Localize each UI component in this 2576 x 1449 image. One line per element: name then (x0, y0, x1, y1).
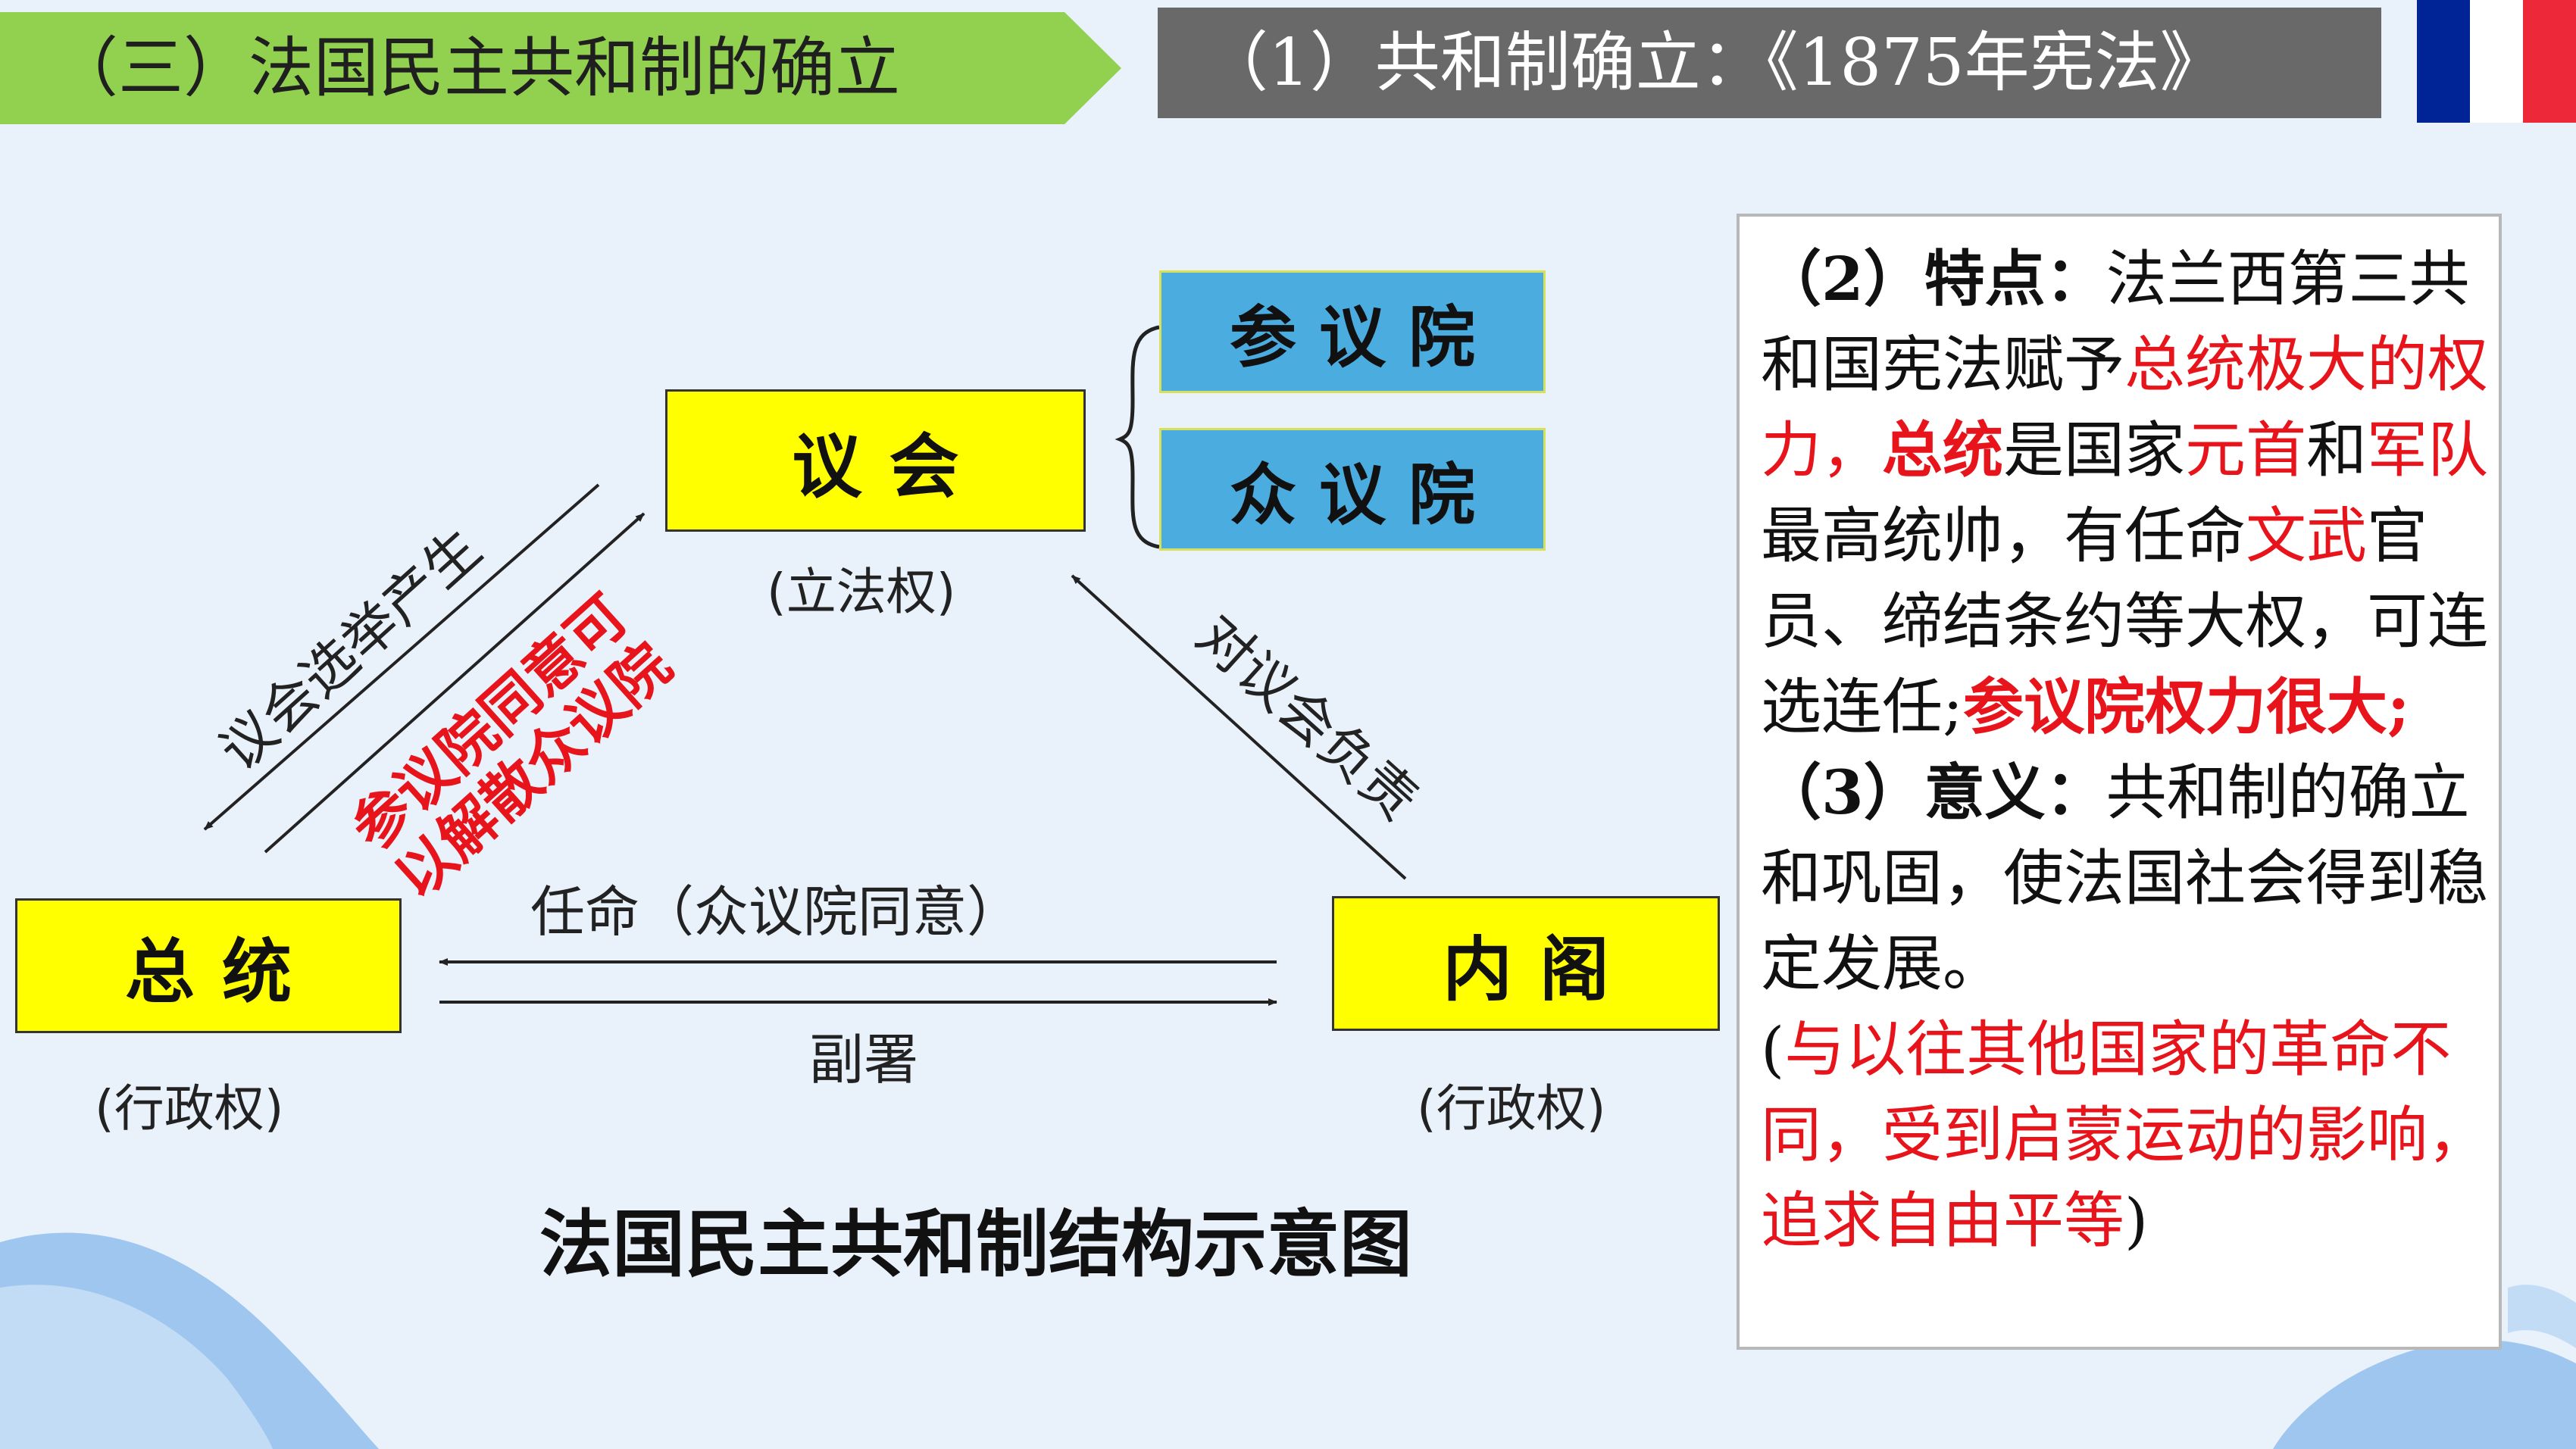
feature-text-1: 法兰西第三共和国宪法赋予 (1761, 244, 2470, 400)
feature-num: （2） (1761, 243, 1924, 314)
feature-paragraph: （2）特点：法兰西第三共和国宪法赋予总统极大的权力，总统是国家元首和军队最高统帅… (1761, 236, 2488, 750)
edge-label-countersign: 副署 (809, 1028, 919, 1091)
feature-red-5: 文武 (2246, 501, 2367, 571)
parliament-box: 议会 (665, 389, 1086, 532)
feature-text-3: 和 (2306, 415, 2367, 486)
significance-paragraph: （3）意义：共和制的确立和巩固，使法国社会得到稳定发展。 (1761, 750, 2488, 1007)
info-text: （2）特点：法兰西第三共和国宪法赋予总统极大的权力，总统是国家元首和军队最高统帅… (1761, 236, 2488, 1263)
banner-arrow-shape (0, 12, 1121, 124)
parliament-label: 议会 (792, 426, 986, 507)
feature-red-4: 军队 (2367, 415, 2488, 486)
senate-box: 参议院 (1159, 270, 1546, 393)
brace-bracket (1114, 325, 1160, 549)
arrow-president-to-parliament (264, 512, 646, 854)
section-banner: （三）法国民主共和制的确立 (0, 12, 1121, 124)
significance-colon: ： (2045, 757, 2106, 828)
feature-colon: ： (2045, 243, 2106, 314)
note-open-paren: ( (1761, 1014, 1785, 1085)
wave-right-mid (2508, 1285, 2576, 1348)
flag-blue-stripe (2417, 0, 2470, 123)
feature-text-2: 是国家 (2003, 415, 2185, 486)
feature-red-1: 总统极大的权力， (1761, 329, 2488, 486)
arrow-parliament-to-president (203, 483, 600, 831)
chamber-of-deputies-box: 众议院 (1159, 428, 1546, 551)
feature-red-6: 参议院权力很大; (1962, 671, 2410, 742)
note-red-text: 与以往其他国家的革命不同，受到启蒙运动的影响，追求自由平等 (1761, 1014, 2488, 1256)
chamber-label: 众议院 (1229, 455, 1498, 534)
note-paragraph: (与以往其他国家的革命不同，受到启蒙运动的影响，追求自由平等) (1761, 1007, 2488, 1263)
cabinet-box: 内阁 (1332, 896, 1720, 1031)
subtitle-text: （1）共和制确立：《1875年宪法》 (1203, 25, 2225, 101)
cabinet-note: (行政权) (1417, 1079, 1606, 1138)
feature-red-3: 元首 (2185, 415, 2306, 486)
parliament-note: (立法权) (767, 563, 956, 621)
significance-heading: 意义 (1924, 757, 2046, 828)
edge-label-appoint: 任命（众议院同意） (530, 880, 1022, 944)
wave-bottom-right (2273, 1340, 2576, 1449)
feature-heading: 特点 (1924, 243, 2046, 314)
feature-red-2: 总统 (1882, 414, 2003, 486)
president-label: 总统 (124, 931, 319, 1013)
wave-bottom-left-light (0, 1285, 273, 1449)
info-panel: （2）特点：法兰西第三共和国宪法赋予总统极大的权力，总统是国家元首和军队最高统帅… (1737, 214, 2502, 1350)
senate-label: 参议院 (1229, 298, 1498, 376)
significance-text: 共和制的确立和巩固，使法国社会得到稳定发展。 (1761, 757, 2488, 999)
diagram-arrows (203, 325, 1407, 1006)
note-close-paren: ) (2124, 1185, 2149, 1256)
section-title: （三）法国民主共和制的确立 (53, 30, 900, 106)
flag-white-stripe (2470, 0, 2523, 123)
flag-red-stripe (2523, 0, 2576, 123)
president-box: 总统 (15, 898, 402, 1033)
french-flag-icon (2417, 0, 2576, 123)
diagram-title: 法国民主共和制结构示意图 (539, 1202, 1412, 1287)
subtitle-box: （1）共和制确立：《1875年宪法》 (1158, 8, 2381, 118)
cabinet-label: 内阁 (1442, 929, 1637, 1010)
feature-text-4: 最高统帅，有任命 (1761, 501, 2246, 571)
arrow-cabinet-to-parliament (1071, 574, 1407, 880)
president-note: (行政权) (95, 1079, 284, 1138)
significance-num: （3） (1761, 757, 1924, 828)
feature-text-5: 官员、缔结条约等大权，可连选连任; (1761, 501, 2488, 742)
